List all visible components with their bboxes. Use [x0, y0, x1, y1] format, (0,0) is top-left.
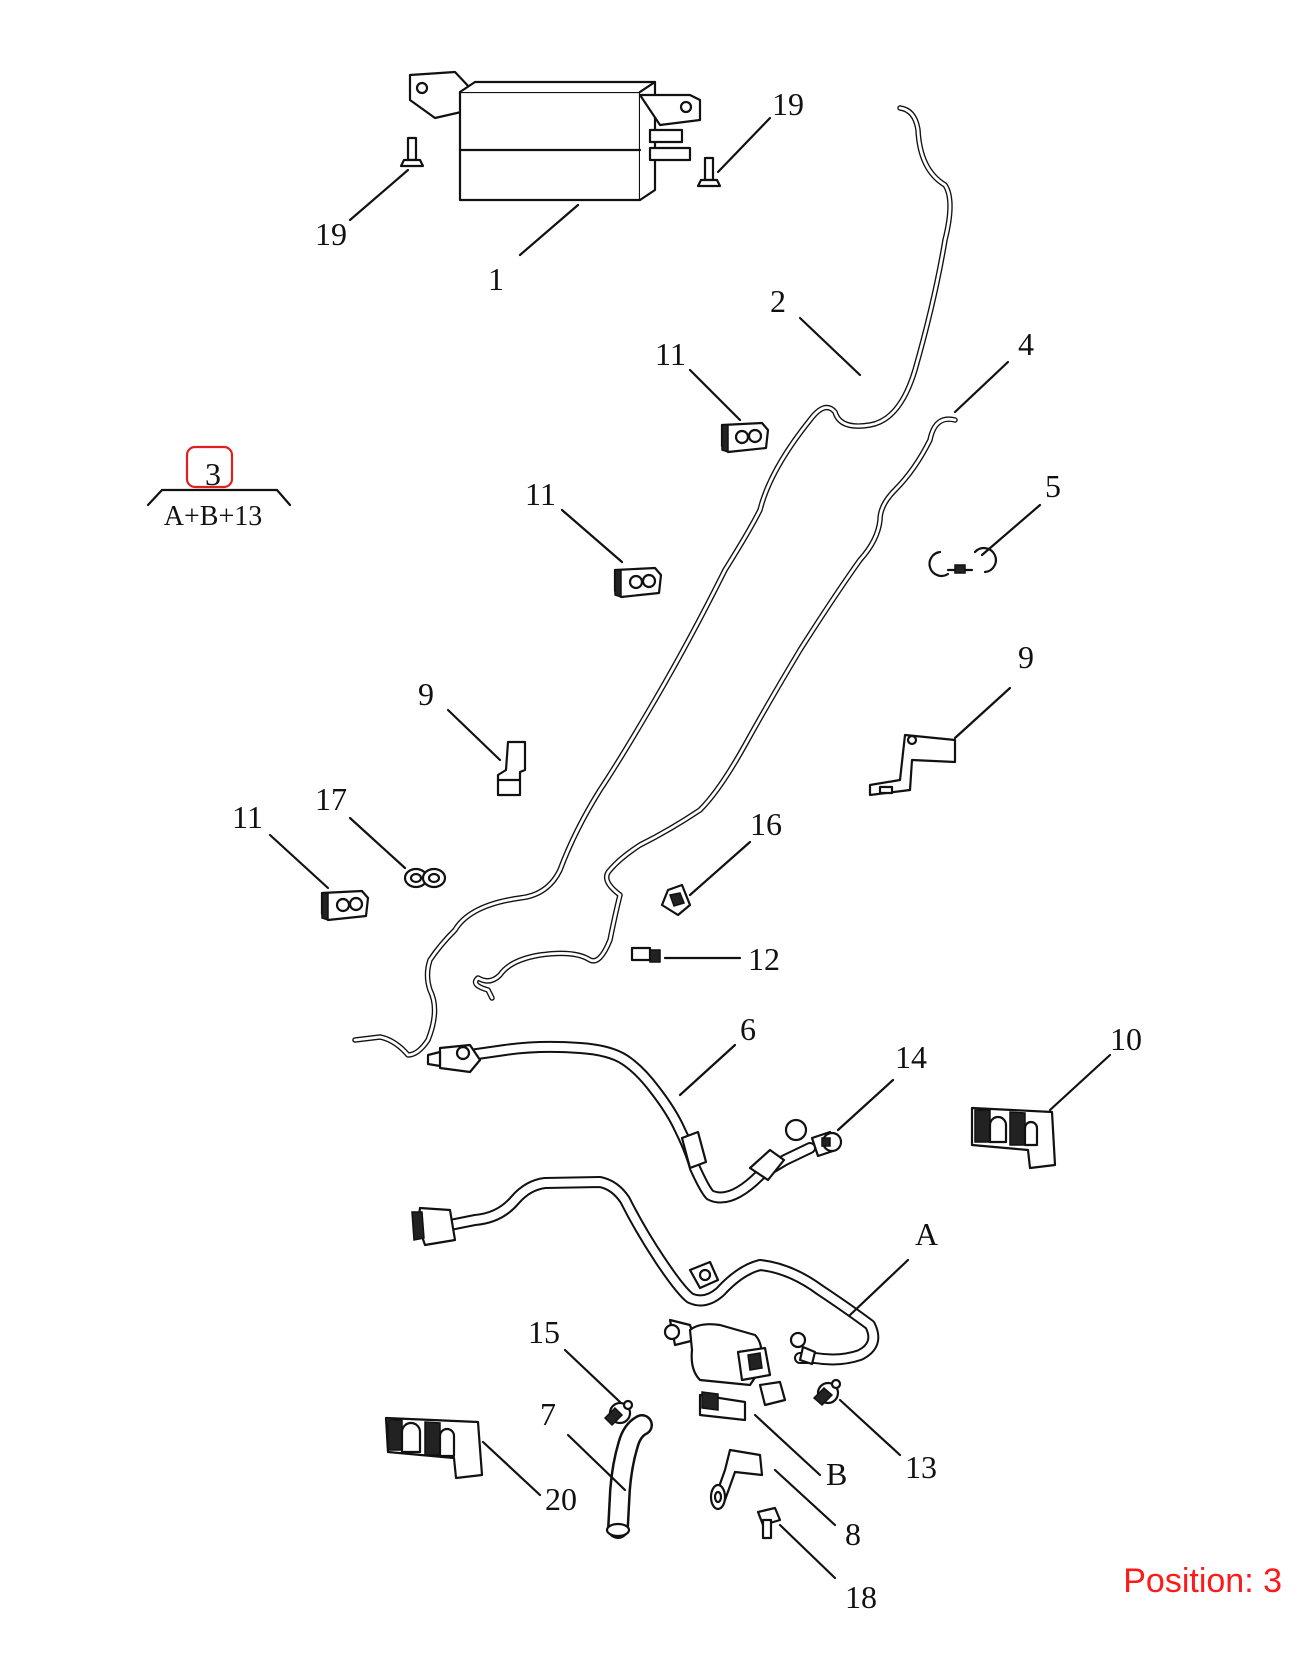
callout-11-top: 11 [655, 336, 686, 372]
callout-11-low: 11 [232, 799, 263, 835]
kit-number: 3 [205, 456, 221, 492]
hose-part-6[interactable] [426, 1040, 838, 1204]
clip-part-10[interactable] [970, 1106, 1057, 1170]
clip-part-5[interactable] [928, 546, 997, 577]
leader-20 [481, 1440, 542, 1497]
bolt-part-right[interactable] [696, 156, 722, 188]
clip-part-20[interactable] [384, 1416, 484, 1480]
leader-B [753, 1413, 822, 1477]
clip-part-11-low[interactable] [320, 889, 370, 922]
bracket-part-9-right[interactable] [868, 733, 957, 797]
clip-part-11-top[interactable] [720, 421, 770, 454]
callout-13: 13 [905, 1449, 937, 1485]
fuel-line-part-2[interactable] [352, 105, 953, 1058]
fuel-line-part-4[interactable] [472, 416, 958, 1001]
leader-10 [1048, 1053, 1112, 1112]
kit-3-label[interactable]: 3 A+B+13 [146, 445, 292, 532]
leader-8 [773, 1468, 837, 1527]
callout-5: 5 [1045, 468, 1061, 504]
leader-19-left [348, 168, 410, 222]
bracket-part-9-left[interactable] [496, 740, 527, 797]
callout-1: 1 [488, 261, 504, 297]
leader-14 [836, 1078, 895, 1132]
leader-11-low [268, 833, 330, 890]
leader-7 [566, 1433, 627, 1492]
leader-2 [798, 316, 862, 377]
connector-part-12[interactable] [630, 946, 661, 963]
leader-4 [953, 360, 1010, 414]
callout-19-left: 19 [315, 216, 347, 252]
callout-A: A [915, 1216, 938, 1252]
leader-11-top [688, 368, 742, 422]
clip-part-16[interactable] [660, 883, 692, 917]
callout-18: 18 [845, 1579, 877, 1615]
callout-2: 2 [770, 283, 786, 319]
clamp-part-15[interactable] [603, 1399, 634, 1427]
leader-13 [838, 1398, 902, 1457]
callout-17: 17 [315, 781, 347, 817]
leader-5 [980, 503, 1042, 557]
leader-16 [688, 840, 752, 897]
callout-16: 16 [750, 806, 782, 842]
callout-20: 20 [545, 1481, 577, 1517]
kit-contents: A+B+13 [164, 501, 262, 532]
callout-6: 6 [740, 1011, 756, 1047]
leader-6 [678, 1043, 737, 1097]
callout-19-right: 19 [772, 86, 804, 122]
bolt-part-left[interactable] [399, 136, 425, 168]
purge-valve-part-B[interactable] [663, 1318, 787, 1422]
leader-11-mid [560, 508, 624, 564]
callout-10: 10 [1110, 1021, 1142, 1057]
leader-9-left [446, 708, 502, 762]
bracket-part-8[interactable] [709, 1448, 764, 1511]
callout-B: B [826, 1456, 847, 1492]
callout-9-left: 9 [418, 676, 434, 712]
leader-1 [518, 203, 580, 257]
clamp-part-14[interactable] [821, 1131, 843, 1153]
callout-4: 4 [1018, 326, 1034, 362]
clip-part-11-mid[interactable] [613, 566, 663, 599]
leader-15 [563, 1348, 622, 1404]
callout-8: 8 [845, 1516, 861, 1552]
leader-17 [348, 816, 407, 870]
callout-11-mid: 11 [525, 476, 556, 512]
bolt-part-18[interactable] [756, 1506, 782, 1540]
callout-9-right: 9 [1018, 639, 1034, 675]
selected-position-highlight [185, 445, 234, 489]
leader-19-right [716, 116, 772, 174]
clamp-part-13[interactable] [812, 1378, 842, 1407]
leader-18 [778, 1523, 837, 1580]
grommet-part-17[interactable] [403, 867, 447, 889]
elbow-hose-part-7[interactable] [605, 1414, 653, 1539]
leader-A [848, 1258, 910, 1317]
position-label: Position: 3 [1123, 1562, 1282, 1600]
canister-part[interactable] [408, 70, 702, 202]
hose-assembly-part-A[interactable] [411, 1176, 880, 1366]
callout-15: 15 [528, 1314, 560, 1350]
callout-12: 12 [748, 941, 780, 977]
callout-14: 14 [895, 1039, 927, 1075]
callout-7: 7 [540, 1396, 556, 1432]
leader-9-right [953, 686, 1012, 740]
